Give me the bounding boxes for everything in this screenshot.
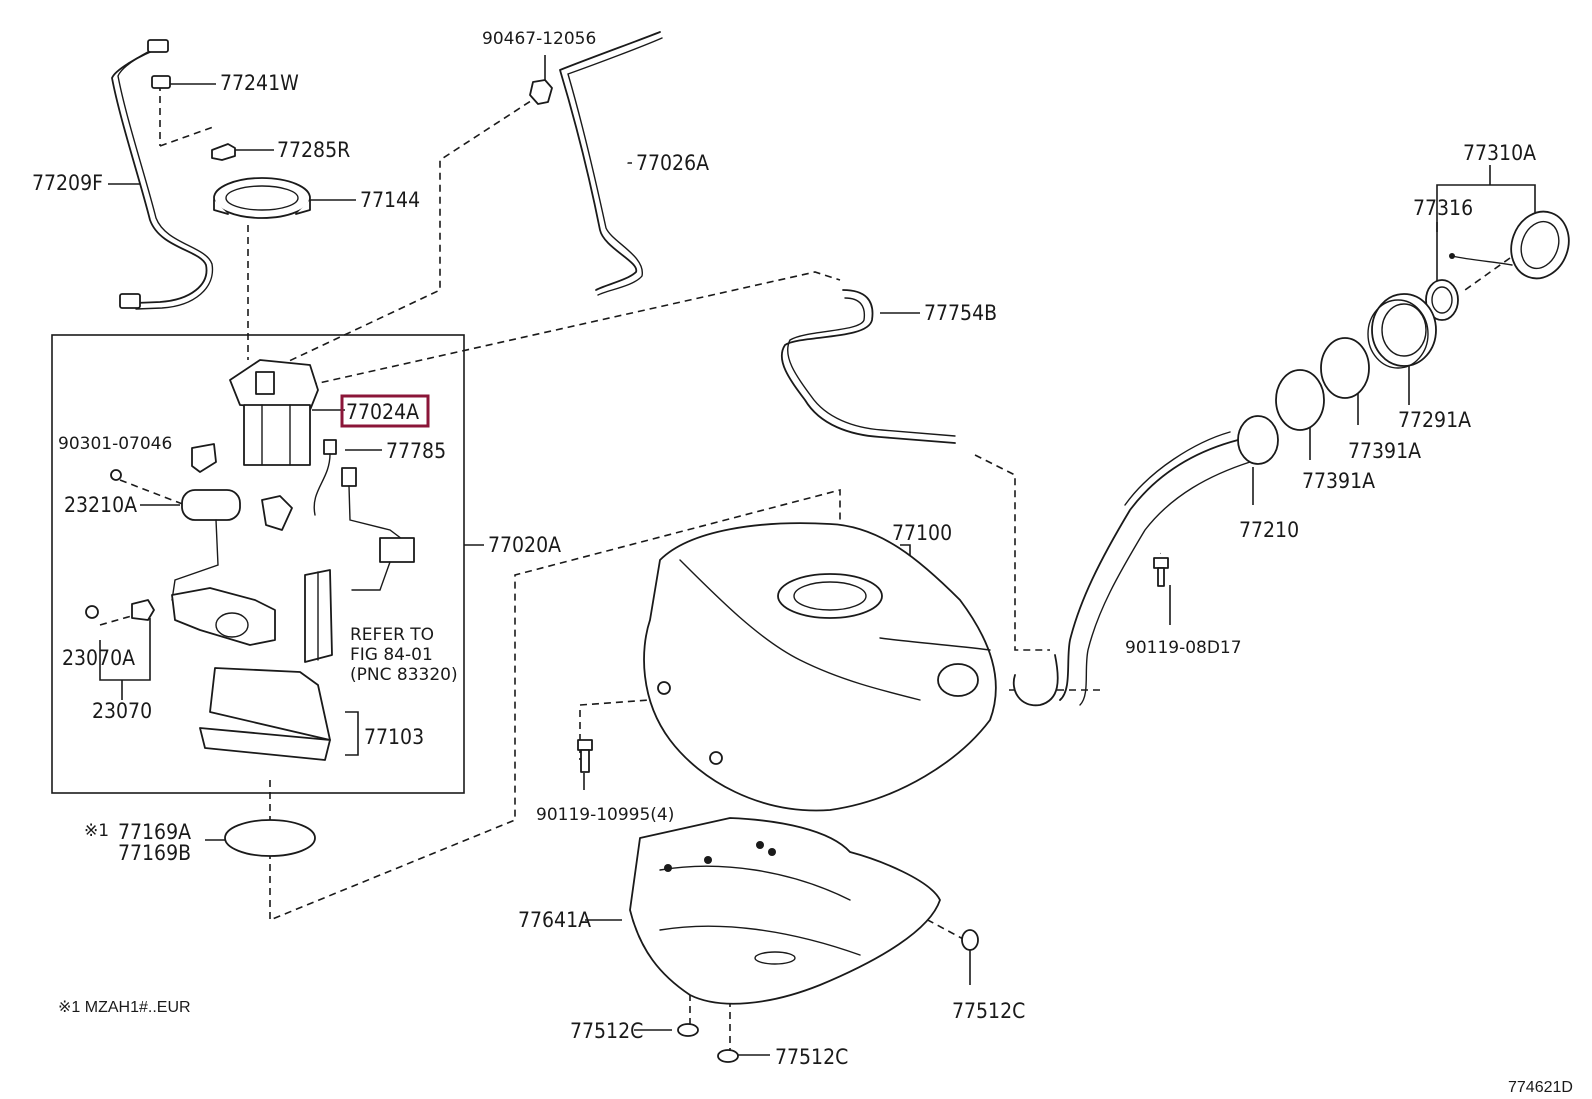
figure-code: 774621D <box>1508 1079 1573 1096</box>
sender-77785 <box>313 439 415 591</box>
label-77291A[interactable]: 77291A <box>1398 408 1471 432</box>
label-77103[interactable]: 77103 <box>364 725 424 749</box>
bolt-90119-10995 <box>577 739 593 773</box>
pipe-77754B <box>780 289 956 444</box>
pump-module-77024A <box>229 359 319 466</box>
label-90119-08D17[interactable]: 90119-08D17 <box>1125 638 1242 658</box>
label-77241W[interactable]: 77241W <box>220 71 299 95</box>
clip-77512C-bottom-left <box>677 1023 699 1037</box>
clamp-90467-12056 <box>529 79 553 105</box>
label-77020A[interactable]: 77020A <box>488 533 561 557</box>
o-ring-90301-07046 <box>110 469 122 481</box>
clip-77512C-right <box>961 929 979 951</box>
label-23210A[interactable]: 23210A <box>64 493 137 517</box>
clamp-small <box>261 495 293 531</box>
retainer-ring-77144 <box>213 177 311 219</box>
label-90119-10995[interactable]: 90119-10995(4) <box>536 805 674 825</box>
label-77641A[interactable]: 77641A <box>518 908 591 932</box>
sender-arm <box>304 569 333 663</box>
label-77512C-right[interactable]: 77512C <box>952 999 1025 1023</box>
gasket-77169 <box>224 819 316 857</box>
gasket-77316 <box>1425 279 1459 321</box>
fuel-cap-77310A <box>1449 210 1570 280</box>
bracket-77103 <box>199 667 331 761</box>
label-77310A[interactable]: 77310A <box>1463 141 1536 165</box>
clip-77285R <box>211 143 236 161</box>
label-mark-1: ※1 <box>84 821 109 841</box>
clip-77241W <box>151 75 171 89</box>
footnote: ※1 MZAH1#..EUR <box>58 999 191 1016</box>
filler-neck-adapter-77291A <box>1367 293 1437 369</box>
label-77100[interactable]: 77100 <box>892 521 952 545</box>
label-77316[interactable]: 77316 <box>1413 196 1473 220</box>
bolt-90119-08D17 <box>1153 557 1169 587</box>
label-77026A[interactable]: 77026A <box>636 151 709 175</box>
label-77169A[interactable]: 77169A <box>118 820 191 844</box>
label-77285R[interactable]: 77285R <box>277 138 350 162</box>
hose-77026A <box>559 31 663 296</box>
label-77754B[interactable]: 77754B <box>924 301 997 325</box>
label-77210[interactable]: 77210 <box>1239 518 1299 542</box>
label-77024A[interactable]: 77024A <box>346 400 419 424</box>
o-ring-77391A-outer <box>1320 337 1370 399</box>
label-77785[interactable]: 77785 <box>386 439 446 463</box>
clip-77512C-bottom <box>717 1049 739 1063</box>
pump-base-assembly <box>171 587 276 646</box>
highlight-box-77024A <box>340 394 430 428</box>
label-refer-line3[interactable]: (PNC 83320) <box>350 665 458 685</box>
fuel-filter-23070 <box>85 599 155 621</box>
label-77512C-left[interactable]: 77512C <box>570 1019 643 1043</box>
label-refer-line1[interactable]: REFER TO <box>350 625 434 645</box>
label-77512C-bottom[interactable]: 77512C <box>775 1045 848 1069</box>
label-77391A-lower[interactable]: 77391A <box>1302 469 1375 493</box>
protector-77641A <box>629 817 941 1005</box>
part-labels: 90467-12056 77241W 77285R 77209F 77144 7… <box>32 29 1573 1096</box>
label-77144[interactable]: 77144 <box>360 188 420 212</box>
label-77209F[interactable]: 77209F <box>32 171 103 195</box>
label-refer-line2[interactable]: FIG 84-01 <box>350 645 433 665</box>
bracket-small <box>191 443 217 473</box>
filler-pipe-77210 <box>1012 415 1279 707</box>
label-90467-12056[interactable]: 90467-12056 <box>482 29 596 49</box>
label-90301-07046[interactable]: 90301-07046 <box>58 434 172 454</box>
pump-assembly-frame <box>51 334 465 794</box>
label-23070A[interactable]: 23070A <box>62 646 135 670</box>
vapor-hose-77209F <box>111 39 214 310</box>
label-77391A-upper[interactable]: 77391A <box>1348 439 1421 463</box>
fuel-pump-23210A <box>171 489 241 601</box>
label-23070[interactable]: 23070 <box>92 699 152 723</box>
label-77169B[interactable]: 77169B <box>118 841 191 865</box>
o-ring-77391A-inner <box>1275 369 1325 431</box>
leader-lines <box>99 55 1536 1056</box>
fuel-tank-77100 <box>643 522 997 812</box>
